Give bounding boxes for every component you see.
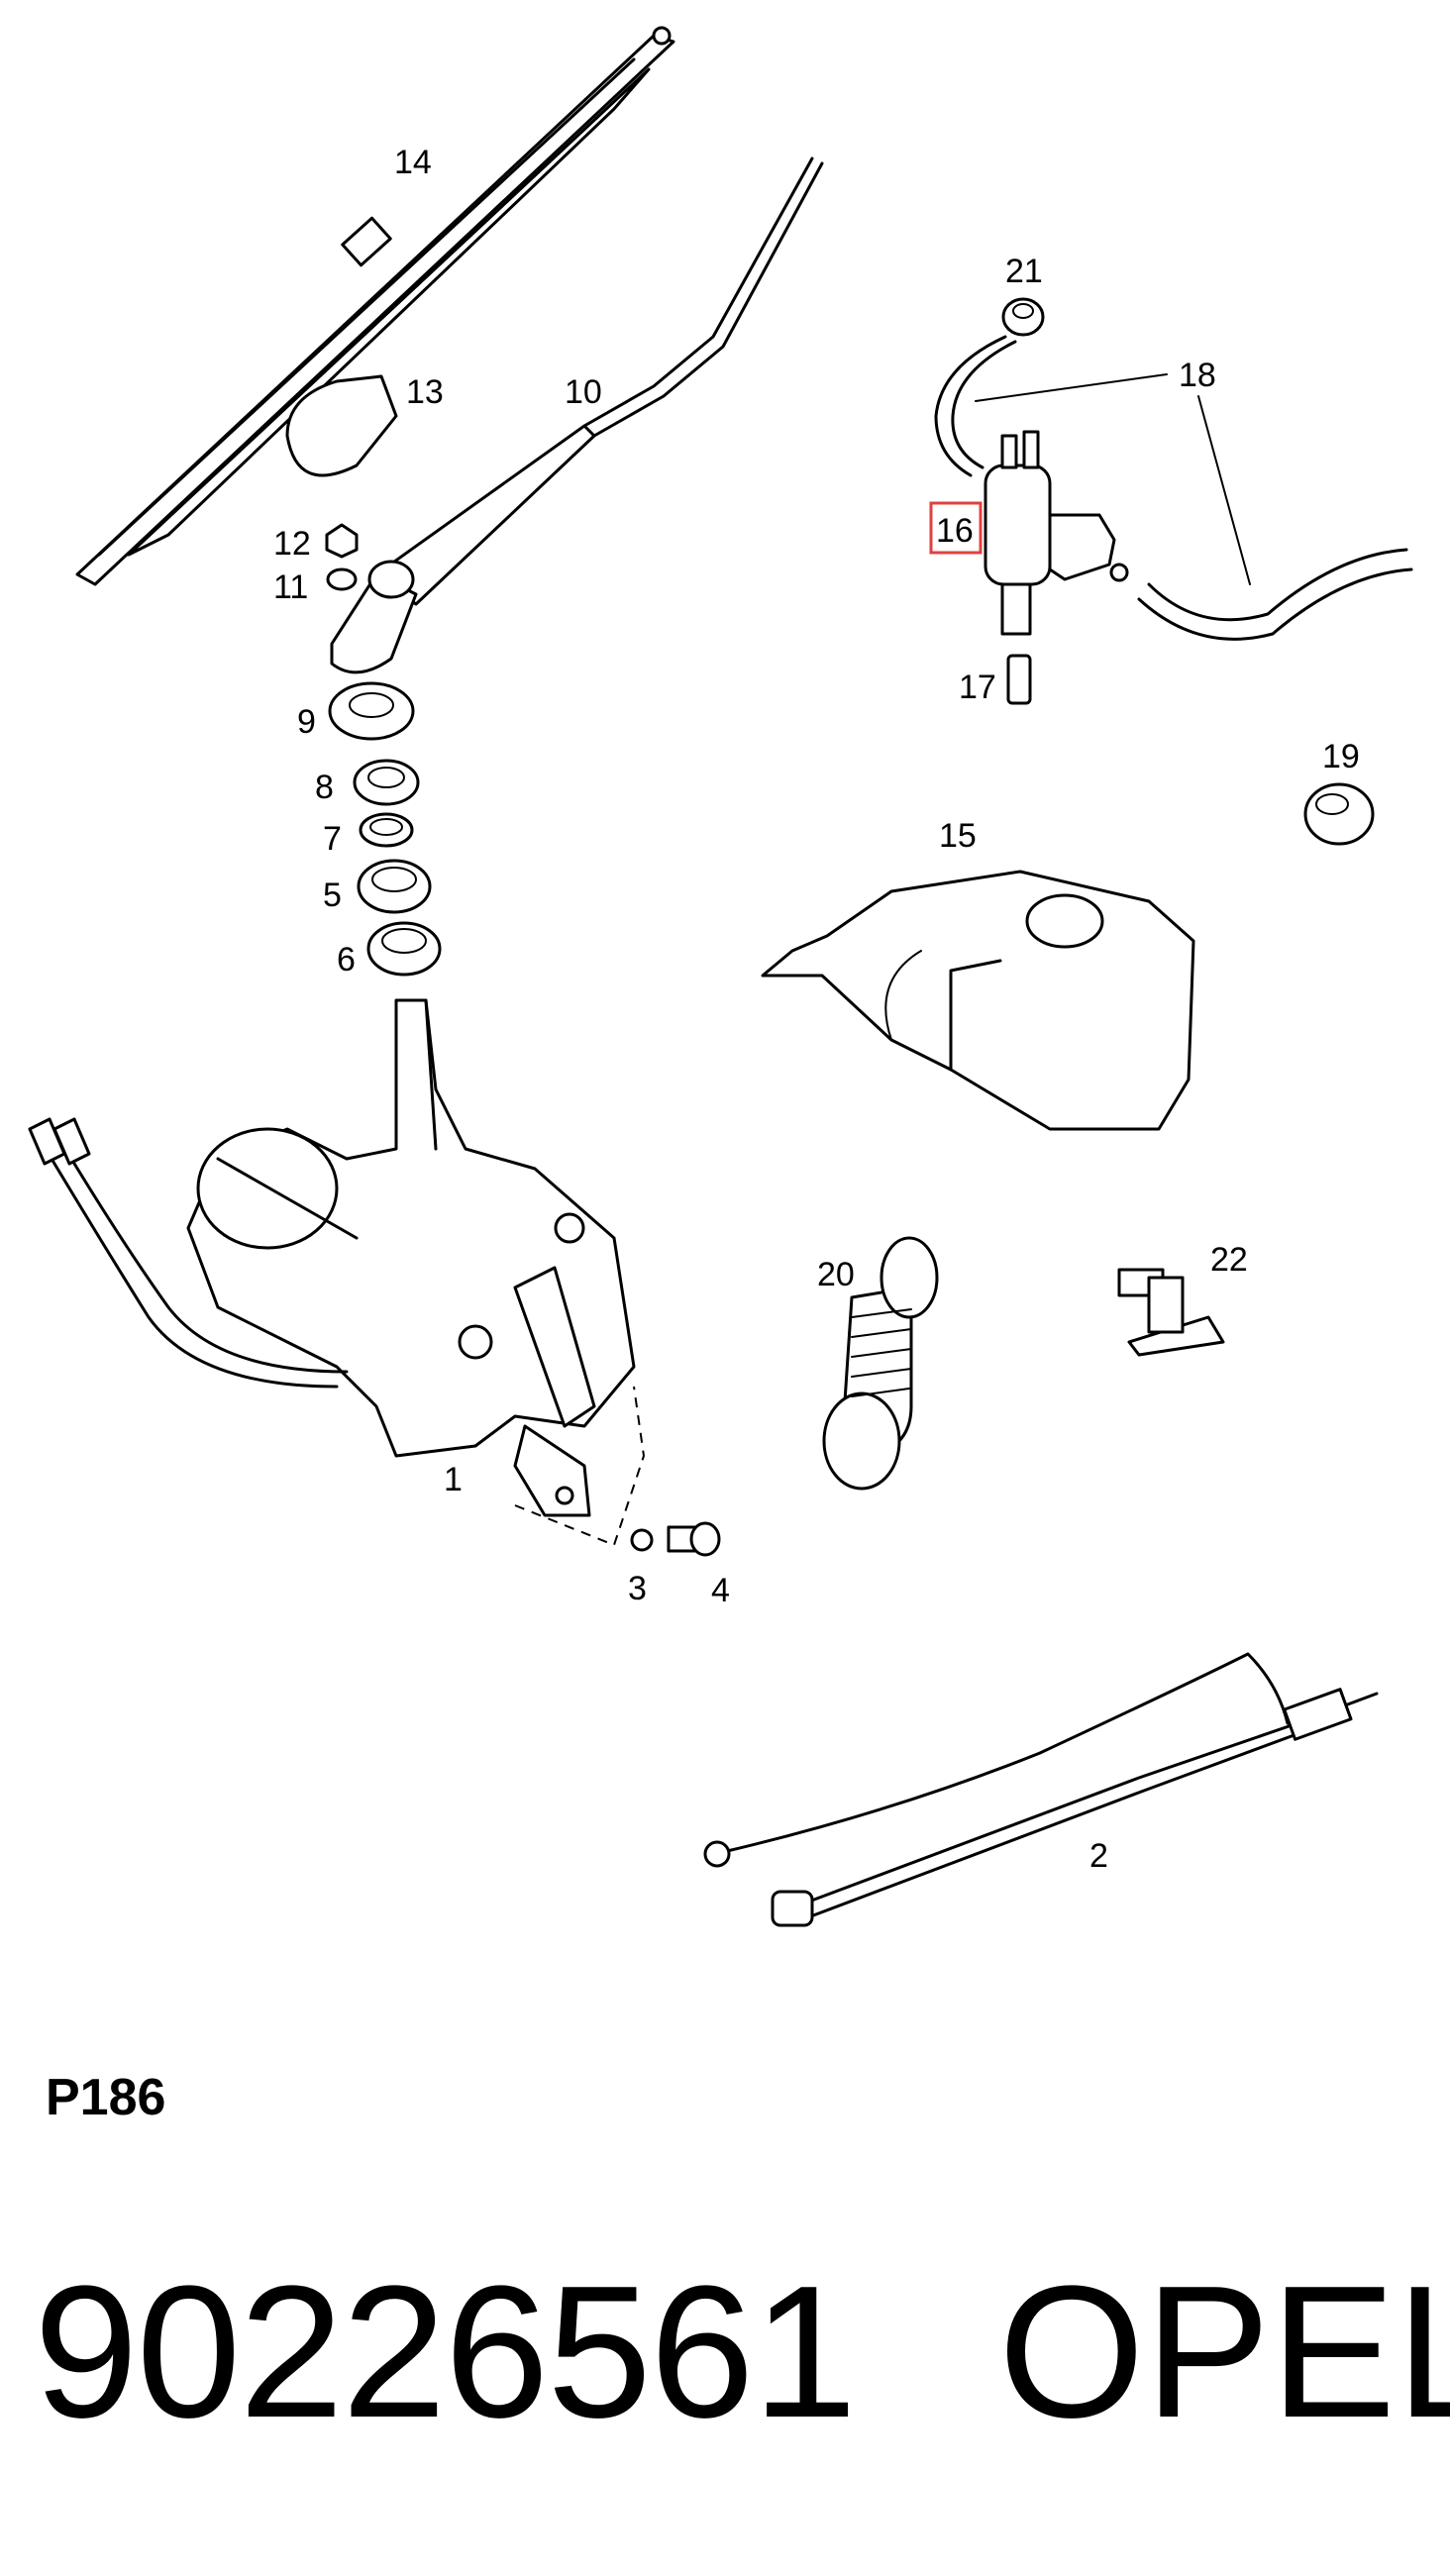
diagram-code: P186	[46, 2069, 166, 2126]
part-label-1: 1	[444, 1461, 463, 1498]
mounting-outline	[514, 1386, 646, 1547]
leader-line	[975, 373, 1168, 402]
part-label-10: 10	[565, 373, 602, 411]
part-label-8: 8	[315, 769, 334, 806]
nut-part	[325, 523, 359, 559]
highlight-box	[929, 501, 983, 555]
part-label-12: 12	[273, 525, 311, 563]
part-label-11: 11	[273, 568, 308, 606]
part-label-22: 22	[1210, 1241, 1248, 1279]
part-label-16: 16	[936, 512, 974, 550]
grommet-part	[1001, 297, 1045, 337]
part-label-13: 13	[406, 373, 444, 411]
part-number: 90226561	[34, 2247, 857, 2457]
motor-wires	[28, 1117, 349, 1389]
wiper-arm	[330, 156, 824, 674]
part-label-19: 19	[1322, 738, 1360, 775]
part-label-14: 14	[394, 144, 432, 181]
washer-reservoir	[761, 870, 1195, 1131]
part-label-18: 18	[1179, 357, 1216, 394]
washer-pump	[984, 430, 1129, 636]
part-label-2: 2	[1089, 1837, 1108, 1875]
part-label-9: 9	[297, 703, 316, 741]
wiper-arm-cap	[285, 374, 398, 477]
seal-stack	[328, 681, 442, 977]
washer-hose	[934, 335, 1413, 641]
washer-nozzle	[1117, 1268, 1225, 1357]
part-label-15: 15	[939, 817, 977, 855]
bolt-part	[667, 1521, 721, 1557]
part-label-6: 6	[337, 941, 356, 979]
part-label-3: 3	[628, 1570, 647, 1607]
leader-line	[1197, 395, 1251, 585]
part-label-5: 5	[323, 876, 342, 914]
part-label-17: 17	[959, 669, 996, 706]
wiper-motor	[186, 998, 636, 1517]
part-label-7: 7	[323, 820, 342, 858]
brand-name: OPEL	[998, 2247, 1450, 2457]
part-label-21: 21	[1005, 253, 1043, 290]
wiper-blade	[75, 26, 675, 586]
pump-seal	[1006, 654, 1032, 705]
lock-washer	[630, 1528, 654, 1552]
filler-neck	[822, 1236, 939, 1491]
part-label-4: 4	[711, 1572, 730, 1609]
part-label-20: 20	[817, 1256, 855, 1293]
washer-part	[326, 567, 358, 591]
reservoir-cap	[1303, 782, 1375, 846]
wire-harness	[703, 1652, 1379, 1927]
exploded-parts-diagram: 14 13 10 12 11 9 8 7 5 6 1 3 4 21 18 16 …	[28, 26, 1413, 1927]
